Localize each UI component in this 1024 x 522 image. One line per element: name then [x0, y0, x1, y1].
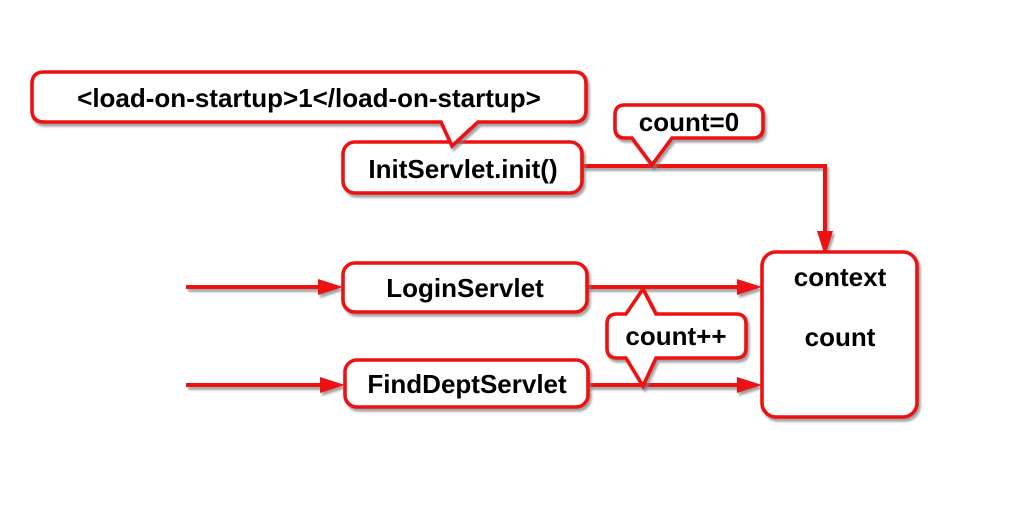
- find-dept-servlet-label: FindDeptServlet: [367, 369, 567, 399]
- arrow-login-to-context-head: [737, 279, 762, 295]
- arrow-init-to-context-line: [582, 164, 827, 233]
- count-increment-label: count++: [625, 321, 726, 351]
- labels-layer: <load-on-startup>1</load-on-startup> Ini…: [77, 83, 886, 399]
- callouts-layer: [30, 70, 765, 390]
- callout-count-zero: [613, 103, 765, 169]
- load-on-startup-label: <load-on-startup>1</load-on-startup>: [77, 83, 541, 113]
- callout-load-on-startup: [30, 70, 588, 150]
- node-login-servlet: [341, 261, 589, 314]
- callout-count-increment: [605, 285, 748, 390]
- arrow-init-to-context-head: [817, 231, 833, 256]
- node-context: [760, 250, 919, 419]
- context-count-label: count: [805, 322, 876, 352]
- arrow-request-finddept-head: [320, 377, 345, 393]
- arrow-finddept-to-context-head: [737, 377, 762, 393]
- count-zero-label: count=0: [639, 107, 739, 137]
- nodes-layer: [341, 140, 919, 419]
- node-find-dept-servlet: [343, 358, 590, 409]
- init-servlet-label: InitServlet.init(): [368, 154, 557, 184]
- context-title-label: context: [794, 262, 887, 292]
- login-servlet-label: LoginServlet: [386, 273, 544, 303]
- arrow-request-login-head: [318, 279, 343, 295]
- arrows-layer: [186, 164, 833, 393]
- node-init-servlet: [341, 140, 584, 195]
